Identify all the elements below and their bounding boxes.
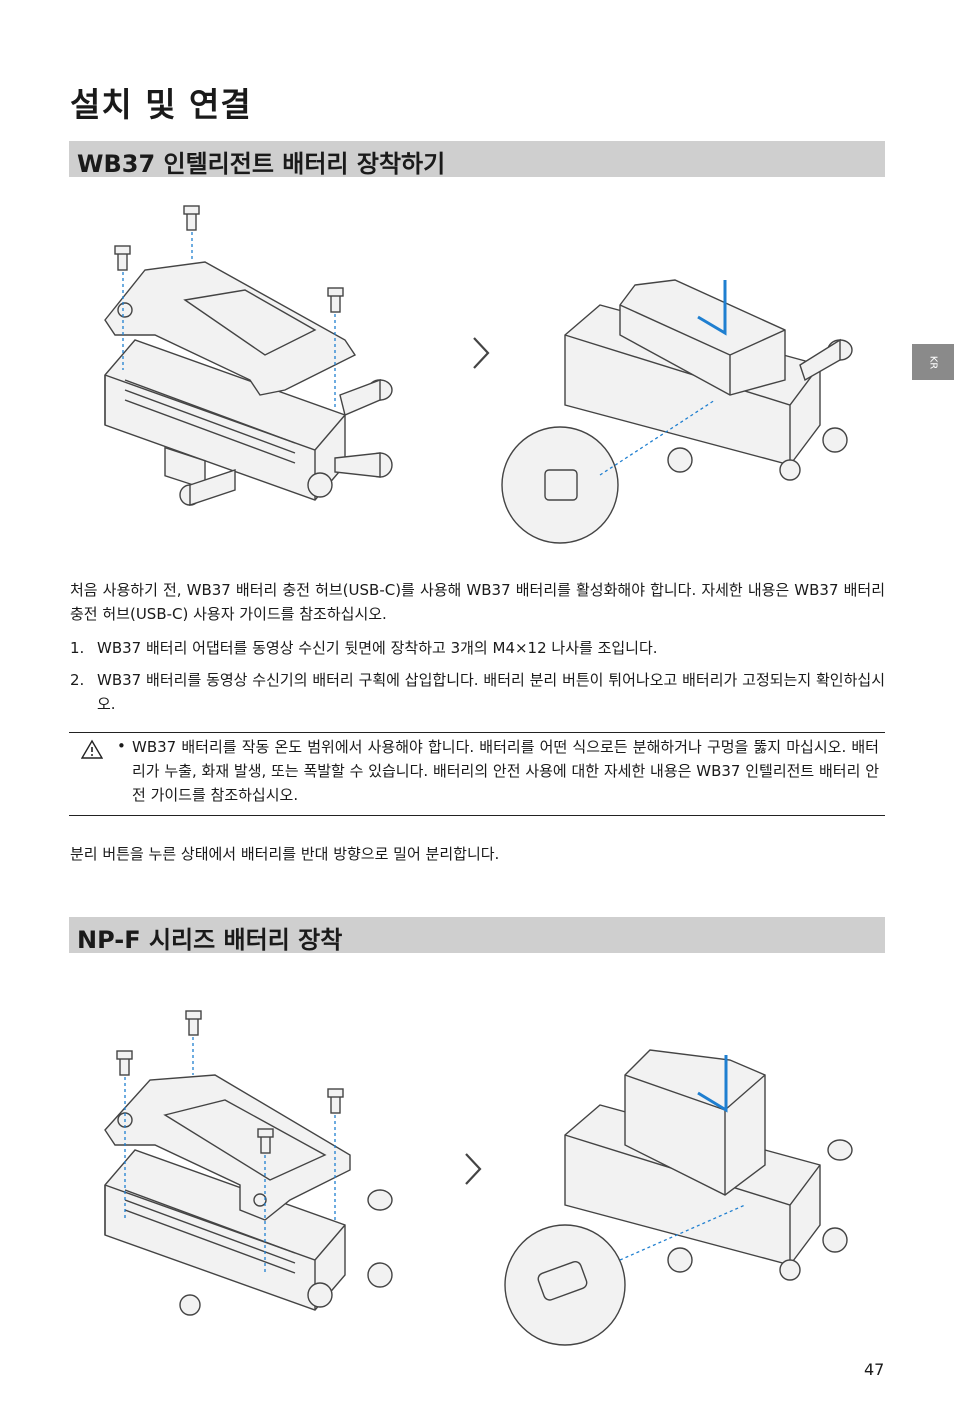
language-label: KR: [927, 355, 939, 369]
page-number: 47: [864, 1360, 885, 1379]
npf-battery-illustration: [504, 1049, 853, 1346]
npf-adapter-illustration: [104, 1010, 393, 1316]
page-title: 설치 및 연결: [70, 85, 252, 124]
language-side-tab: KR: [912, 344, 954, 380]
wb37-adapter-illustration: [104, 205, 393, 506]
step-text: WB37 배터리를 동영상 수신기의 배터리 구획에 삽입합니다. 배터리 분리…: [97, 671, 885, 713]
section-title-npf: NP-F 시리즈 배터리 장착: [77, 926, 343, 954]
warning-bullet: •: [117, 737, 126, 755]
step-2: 2. WB37 배터리를 동영상 수신기의 배터리 구획에 삽입합니다. 배터리…: [70, 668, 885, 716]
chevron-right-icon: [473, 337, 490, 369]
chevron-right-icon: [465, 1153, 482, 1185]
step-number: 2.: [70, 671, 85, 689]
step-1: 1. WB37 배터리 어댑터를 동영상 수신기 뒷면에 장착하고 3개의 M4…: [70, 636, 885, 660]
warning-box: • WB37 배터리를 작동 온도 범위에서 사용해야 합니다. 배터리를 어떤…: [69, 732, 885, 816]
step-text: WB37 배터리 어댑터를 동영상 수신기 뒷면에 장착하고 3개의 M4×12…: [97, 639, 658, 657]
section-header-npf: NP-F 시리즈 배터리 장착: [69, 917, 885, 954]
wb37-battery-illustration: [501, 279, 853, 544]
step-number: 1.: [70, 639, 85, 657]
wb37-intro-text: 처음 사용하기 전, WB37 배터리 충전 허브(USB-C)를 사용해 WB…: [70, 581, 885, 623]
warning-triangle-icon: [81, 739, 103, 759]
section-title-wb37: WB37 인텔리전트 배터리 장착하기: [77, 150, 446, 178]
warning-text: WB37 배터리를 작동 온도 범위에서 사용해야 합니다. 배터리를 어떤 식…: [132, 738, 879, 804]
removal-text: 분리 버튼을 누른 상태에서 배터리를 반대 방향으로 밀어 분리합니다.: [70, 845, 500, 863]
section-header-wb37: WB37 인텔리전트 배터리 장착하기: [69, 141, 885, 178]
